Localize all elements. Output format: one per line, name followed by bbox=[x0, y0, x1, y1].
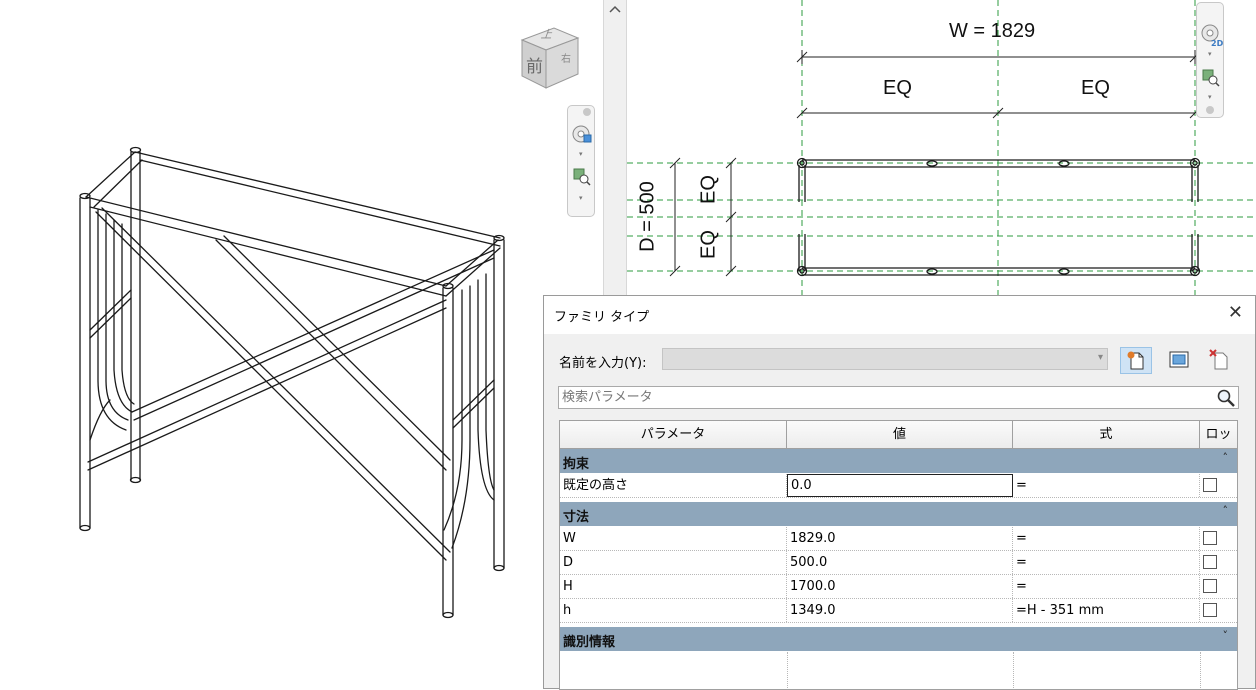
viewcube-face-front[interactable]: 前 bbox=[526, 57, 543, 77]
steering-wheel-icon[interactable] bbox=[572, 124, 592, 144]
dialog-titlebar[interactable]: ファミリ タイプ ✕ bbox=[544, 296, 1255, 334]
param-formula-cell[interactable]: = bbox=[1013, 527, 1200, 550]
zoom-icon[interactable] bbox=[573, 168, 591, 186]
close-icon[interactable] bbox=[583, 108, 591, 116]
type-name-combo[interactable]: ▾ bbox=[662, 348, 1108, 370]
column-divider bbox=[1013, 652, 1014, 689]
chevron-down-icon[interactable]: ▾ bbox=[1097, 352, 1103, 363]
grid-header: パラメータ 値 式 ロック bbox=[560, 421, 1237, 469]
dimension-eq-right[interactable]: EQ bbox=[1081, 77, 1110, 99]
table-row[interactable]: H 1700.0 = bbox=[560, 575, 1237, 599]
param-value-cell[interactable]: 0.0 bbox=[787, 474, 1013, 497]
chevron-down-icon[interactable]: ▾ bbox=[1208, 93, 1212, 101]
group-header-identity[interactable]: 識別情報 ˅ bbox=[560, 627, 1237, 651]
delete-type-button[interactable] bbox=[1204, 347, 1236, 374]
chevron-down-icon[interactable]: ▾ bbox=[579, 194, 583, 202]
param-formula-cell[interactable]: = bbox=[1013, 474, 1200, 497]
param-formula-cell[interactable]: = bbox=[1013, 551, 1200, 574]
lock-checkbox[interactable] bbox=[1203, 579, 1217, 593]
parameter-search-input[interactable] bbox=[562, 388, 1202, 406]
search-icon[interactable] bbox=[1216, 388, 1236, 408]
lock-checkbox[interactable] bbox=[1203, 478, 1217, 492]
nav-2d-label: 2D bbox=[1211, 39, 1224, 48]
param-formula-cell[interactable]: =H - 351 mm bbox=[1013, 599, 1200, 622]
param-name-cell: h bbox=[560, 599, 787, 622]
steering-wheel-icon[interactable] bbox=[1201, 23, 1221, 43]
navigation-bar: ▾ ▾ bbox=[567, 105, 595, 217]
parameter-grid: パラメータ 値 式 ロック 拘束 ˄ 既定の高さ 0.0 = 寸法 ˄ W 18… bbox=[559, 420, 1238, 690]
param-formula-cell[interactable]: = bbox=[1013, 575, 1200, 598]
chevron-up-icon[interactable] bbox=[609, 4, 621, 14]
group-label: 寸法 bbox=[563, 510, 590, 525]
view-3d[interactable]: 上 前 右 ▾ ▾ bbox=[0, 0, 605, 689]
group-header-constraints[interactable]: 拘束 ˄ bbox=[560, 449, 1237, 473]
new-type-icon bbox=[1127, 351, 1144, 370]
group-label: 拘束 bbox=[563, 457, 590, 472]
plan-drawing bbox=[627, 0, 1256, 300]
dimension-width[interactable]: W = 1829 bbox=[949, 20, 1036, 42]
expand-icon[interactable]: ˅ bbox=[1222, 629, 1229, 642]
lock-checkbox[interactable] bbox=[1203, 603, 1217, 617]
table-row[interactable]: W 1829.0 = bbox=[560, 527, 1237, 551]
dimension-depth[interactable]: D = 500 bbox=[636, 181, 659, 252]
type-name-label: 名前を入力(Y): bbox=[559, 356, 647, 371]
param-value-cell[interactable]: 500.0 bbox=[787, 551, 1013, 574]
collapse-icon[interactable]: ˄ bbox=[1222, 504, 1229, 517]
param-name-cell: D bbox=[560, 551, 787, 574]
param-name-cell: H bbox=[560, 575, 787, 598]
column-header-parameter[interactable]: パラメータ bbox=[560, 421, 787, 448]
param-name-cell: W bbox=[560, 527, 787, 550]
collapse-icon[interactable]: ˄ bbox=[1222, 451, 1229, 464]
chevron-down-icon[interactable]: ▾ bbox=[1208, 50, 1212, 58]
navigation-bar-2d: 2D ▾ ▾ bbox=[1196, 2, 1224, 118]
chevron-down-icon[interactable]: ▾ bbox=[579, 150, 583, 158]
viewcube-icon[interactable]: 上 前 右 bbox=[512, 20, 582, 90]
close-icon[interactable] bbox=[1206, 106, 1214, 114]
group-label: 識別情報 bbox=[563, 635, 616, 650]
plan-view[interactable]: W = 1829 EQ EQ D = 500 EQ EQ 2D ▾ ▾ bbox=[627, 0, 1256, 300]
rename-type-icon bbox=[1169, 351, 1189, 368]
param-value-cell[interactable]: 1829.0 bbox=[787, 527, 1013, 550]
table-row[interactable]: D 500.0 = bbox=[560, 551, 1237, 575]
close-icon[interactable]: ✕ bbox=[1227, 302, 1243, 323]
table-row[interactable]: 既定の高さ 0.0 = bbox=[560, 474, 1237, 498]
column-header-lock[interactable]: ロック bbox=[1205, 427, 1232, 469]
column-divider bbox=[1200, 652, 1201, 689]
column-header-value[interactable]: 値 bbox=[787, 421, 1013, 448]
table-row[interactable]: h 1349.0 =H - 351 mm bbox=[560, 599, 1237, 623]
dimension-eq-top[interactable]: EQ bbox=[697, 175, 720, 204]
viewcube-face-right[interactable]: 右 bbox=[561, 54, 571, 65]
zoom-icon[interactable] bbox=[1202, 69, 1220, 87]
dialog-title: ファミリ タイプ bbox=[554, 310, 650, 325]
dimension-eq-left[interactable]: EQ bbox=[883, 77, 912, 99]
group-header-dimensions[interactable]: 寸法 ˄ bbox=[560, 502, 1237, 526]
param-value-cell[interactable]: 1349.0 bbox=[787, 599, 1013, 622]
new-type-button[interactable] bbox=[1120, 347, 1152, 374]
family-types-dialog: ファミリ タイプ ✕ 名前を入力(Y): ▾ bbox=[543, 295, 1256, 690]
lock-checkbox[interactable] bbox=[1203, 531, 1217, 545]
scaffold-3d-model bbox=[79, 146, 505, 619]
parameter-search[interactable] bbox=[558, 386, 1239, 409]
dimension-eq-bottom[interactable]: EQ bbox=[697, 230, 720, 259]
param-name-cell: 既定の高さ bbox=[560, 474, 787, 497]
rename-type-button[interactable] bbox=[1164, 347, 1196, 374]
lock-checkbox[interactable] bbox=[1203, 555, 1217, 569]
column-divider bbox=[787, 652, 788, 689]
param-value-cell[interactable]: 1700.0 bbox=[787, 575, 1013, 598]
column-header-formula[interactable]: 式 bbox=[1013, 421, 1200, 448]
delete-type-icon bbox=[1209, 349, 1228, 370]
